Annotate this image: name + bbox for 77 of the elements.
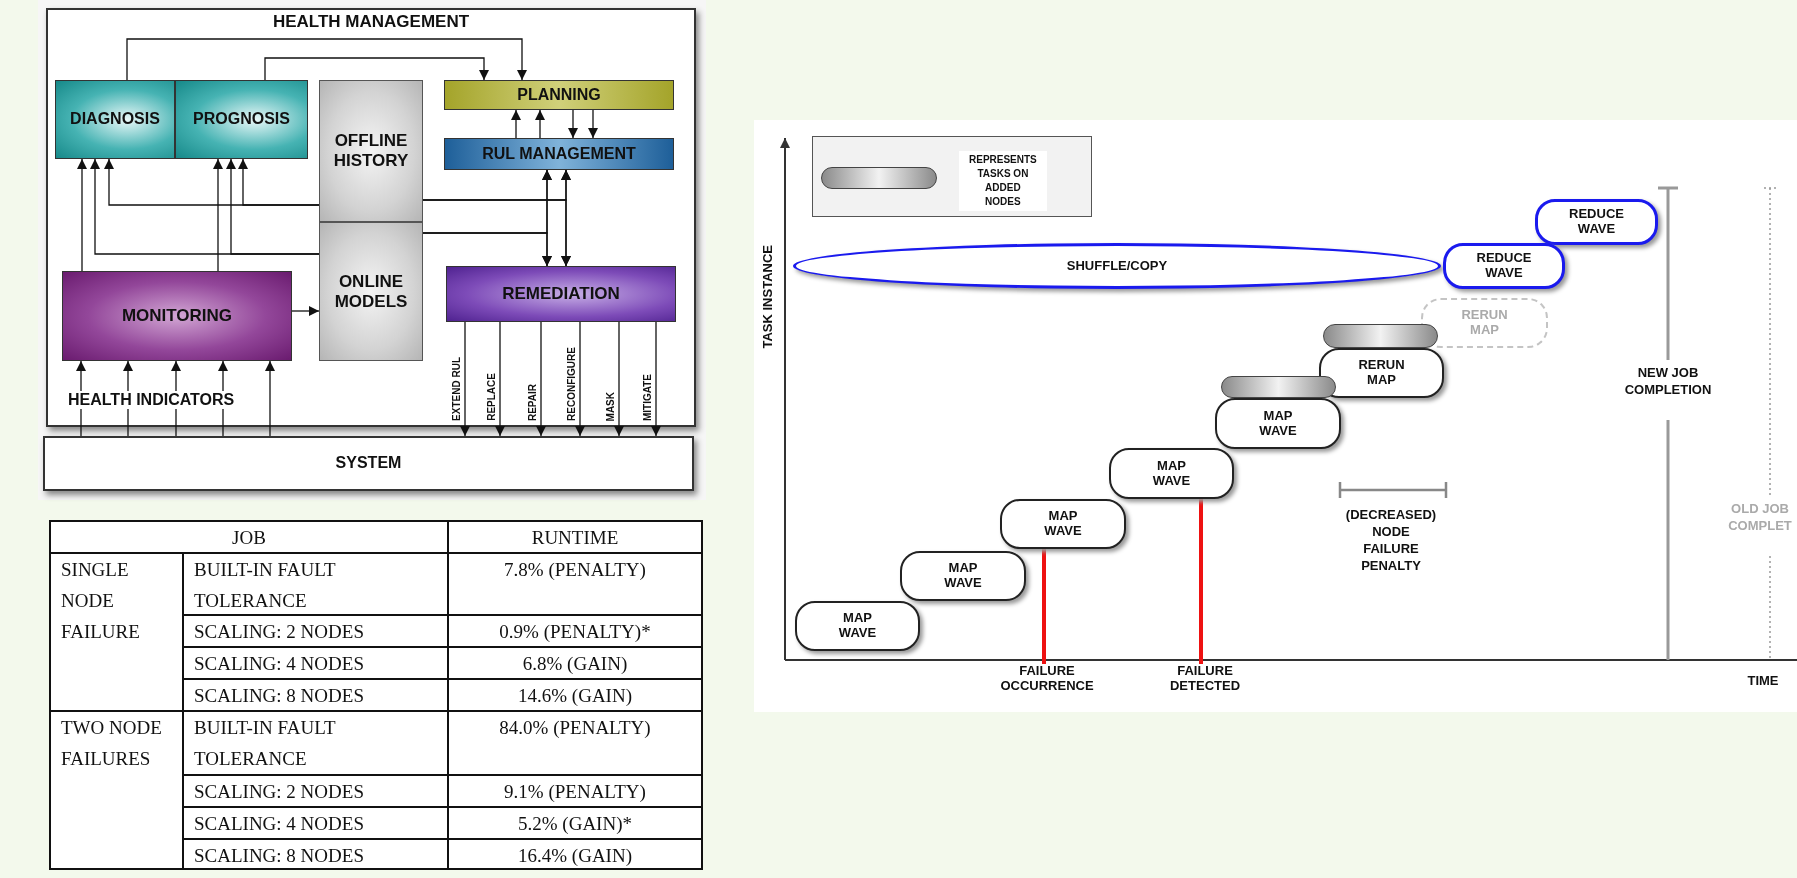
- signal-label: HEALTH INDICATORS: [66, 391, 237, 409]
- arrow: [495, 321, 505, 437]
- completion-label: NEW JOB COMPLETION: [1624, 364, 1712, 398]
- task-pill: RERUN MAP: [1421, 298, 1548, 348]
- arrow: [536, 321, 546, 437]
- job-type: SCALING: 8 NODES: [182, 838, 449, 870]
- arrow: [535, 109, 545, 139]
- process-box: PLANNING: [444, 80, 674, 110]
- arrow: [511, 109, 521, 139]
- job-type: SCALING: 4 NODES: [182, 806, 449, 840]
- arrow: [568, 109, 578, 139]
- task-pill: MAP WAVE: [1215, 398, 1341, 449]
- job-type: SCALING: 4 NODES: [182, 646, 449, 680]
- job-type: BUILT-IN FAULT TOLERANCE: [182, 710, 449, 776]
- arrow: [226, 158, 320, 255]
- arrow: [238, 158, 320, 206]
- task-pill: MAP WAVE: [900, 551, 1026, 601]
- task-pill: REDUCE WAVE: [1535, 199, 1658, 245]
- added-node-pill: [1221, 376, 1336, 398]
- panel-title: HEALTH MANAGEMENT: [271, 12, 471, 32]
- column-header: RUNTIME: [447, 520, 703, 554]
- process-box: PROGNOSIS: [175, 80, 308, 159]
- edge-label: REPAIR: [527, 383, 539, 421]
- task-pill: MAP WAVE: [1109, 448, 1234, 499]
- task-pill: MAP WAVE: [795, 601, 920, 651]
- task-pill: MAP WAVE: [1000, 499, 1126, 549]
- process-box: MONITORING: [62, 271, 292, 361]
- runtime-value: 7.8% (PENALTY): [447, 552, 703, 616]
- task-pill: REDUCE WAVE: [1443, 243, 1565, 289]
- runtime-value: 0.9% (PENALTY)*: [447, 614, 703, 648]
- process-box: REMEDIATION: [446, 266, 676, 322]
- connector-line: [1199, 499, 1203, 664]
- panel-frame: [46, 8, 696, 427]
- edge-label: MITIGATE: [642, 373, 654, 421]
- arrow: [77, 158, 87, 272]
- arrow: [422, 232, 552, 267]
- job-type: SCALING: 2 NODES: [182, 774, 449, 808]
- runtime-value: 16.4% (GAIN): [447, 838, 703, 870]
- runtime-value: 14.6% (GAIN): [447, 678, 703, 712]
- arrow: [588, 109, 598, 139]
- axis-title: TIME: [1747, 672, 1779, 689]
- system-box: SYSTEM: [43, 436, 694, 491]
- axis-title: TASK INSTANCE: [759, 245, 776, 349]
- edge-label: RECONFIGURE: [566, 347, 578, 421]
- runtime-value: 9.1% (PENALTY): [447, 774, 703, 808]
- arrow: [460, 321, 470, 437]
- arrow: [265, 360, 275, 437]
- process-box: OFFLINE HISTORY: [319, 80, 423, 222]
- edge-label: EXTEND RUL: [451, 357, 463, 421]
- runtime-value: 6.8% (GAIN): [447, 646, 703, 680]
- arrow: [422, 199, 571, 267]
- arrow: [291, 306, 320, 316]
- completion-label: OLD JOB COMPLET: [1728, 500, 1792, 534]
- process-box: DIAGNOSIS: [55, 80, 175, 159]
- job-type: BUILT-IN FAULT TOLERANCE: [182, 552, 449, 616]
- legend-text: REPRESENTS TASKS ON ADDED NODES: [959, 151, 1047, 211]
- column-header: JOB: [49, 520, 449, 554]
- edge-label: REPLACE: [486, 373, 498, 421]
- row-group-label: SINGLE NODE FAILURE: [49, 552, 184, 712]
- runtime-value: 5.2% (GAIN)*: [447, 806, 703, 840]
- arrow: [213, 158, 223, 272]
- process-box: RUL MANAGEMENT: [444, 138, 674, 170]
- arrow: [264, 57, 489, 81]
- arrow: [651, 321, 661, 437]
- runtime-value: 84.0% (PENALTY): [447, 710, 703, 776]
- arrow: [126, 38, 527, 81]
- penalty-label: (DECREASED) NODE FAILURE PENALTY: [1345, 506, 1437, 574]
- process-box: ONLINE MODELS: [319, 222, 423, 361]
- added-node-pill: [1323, 324, 1438, 348]
- arrow: [575, 321, 585, 437]
- row-group-label: TWO NODE FAILURES: [49, 710, 184, 870]
- edge-label: MASK: [605, 391, 617, 421]
- task-pill: RERUN MAP: [1319, 348, 1444, 398]
- connector-line: [1042, 549, 1046, 664]
- arrow: [614, 321, 624, 437]
- job-type: SCALING: 2 NODES: [182, 614, 449, 648]
- job-type: SCALING: 8 NODES: [182, 678, 449, 712]
